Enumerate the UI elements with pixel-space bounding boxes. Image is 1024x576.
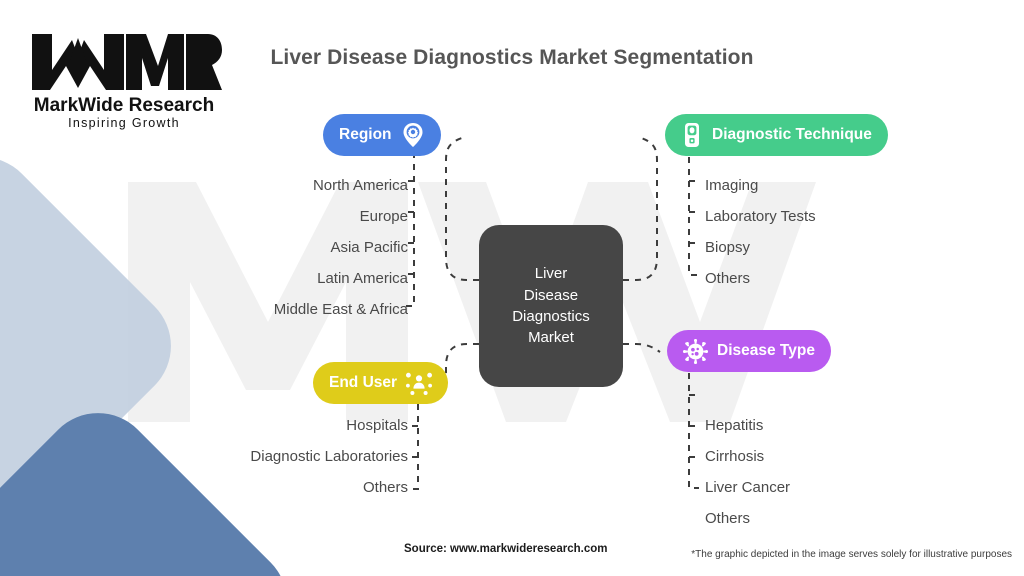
disclaimer-text: *The graphic depicted in the image serve… <box>691 549 1012 560</box>
location-pin-gear-icon <box>401 122 425 148</box>
diagnostic-device-icon <box>681 122 703 148</box>
list-item[interactable]: Asia Pacific <box>330 239 408 256</box>
list-item[interactable]: North America <box>312 177 408 194</box>
list-item[interactable]: Others <box>362 479 408 496</box>
branch-badge-end-user[interactable]: End User <box>313 362 449 404</box>
markwide-research-logo: MarkWide Research Inspiring Growth <box>32 34 222 130</box>
center-node-line-1: Liver <box>534 265 568 283</box>
center-node[interactable]: Liver Disease Diagnostics Market <box>479 225 623 387</box>
user-network-icon <box>406 371 433 395</box>
list-item[interactable]: Laboratory Tests <box>705 208 816 225</box>
virus-icon <box>683 338 708 364</box>
list-item[interactable]: Latin America <box>317 270 408 287</box>
list-item[interactable]: Cirrhosis <box>705 448 765 465</box>
list-item[interactable]: Middle East & Africa <box>273 301 408 318</box>
list-item[interactable]: Europe <box>359 208 408 225</box>
branch-badge-disease-type[interactable]: Disease Type <box>667 330 831 372</box>
center-node-line-4: Market <box>528 329 574 347</box>
branch-items-disease-type: Hepatitis Cirrhosis Liver Cancer Others <box>705 410 790 534</box>
center-node-line-3: Diagnostics <box>512 308 590 325</box>
logo-tagline: Inspiring Growth <box>68 116 180 130</box>
list-item[interactable]: Hepatitis <box>705 417 764 434</box>
page-title: Liver Disease Diagnostics Market Segment… <box>270 46 754 69</box>
branch-label-region: Region <box>339 126 392 143</box>
list-item[interactable]: Hospitals <box>346 417 408 434</box>
logo-company-name: MarkWide Research <box>34 95 214 116</box>
source-text: Source: www.markwideresearch.com <box>404 543 608 555</box>
branch-items-end-user: Hospitals Diagnostic Laboratories Others <box>250 410 408 503</box>
branch-badge-region[interactable]: Region <box>323 114 441 156</box>
branch-badge-diagnostic-technique[interactable]: Diagnostic Technique <box>665 114 888 156</box>
list-item[interactable]: Biopsy <box>705 239 751 256</box>
list-item[interactable]: Diagnostic Laboratories <box>250 448 408 465</box>
branch-label-end-user: End User <box>329 374 398 391</box>
list-item[interactable]: Others <box>705 510 751 527</box>
list-item[interactable]: Liver Cancer <box>705 479 791 496</box>
branch-items-diagnostic-technique: Imaging Laboratory Tests Biopsy Others <box>705 170 816 294</box>
branch-label-diagnostic-technique: Diagnostic Technique <box>712 126 872 143</box>
list-item[interactable]: Others <box>705 270 751 287</box>
center-node-line-2: Disease <box>523 286 579 304</box>
list-item[interactable]: Imaging <box>705 177 759 194</box>
branch-label-disease-type: Disease Type <box>717 342 815 359</box>
branch-items-region: North America Europe Asia Pacific Latin … <box>274 170 408 325</box>
